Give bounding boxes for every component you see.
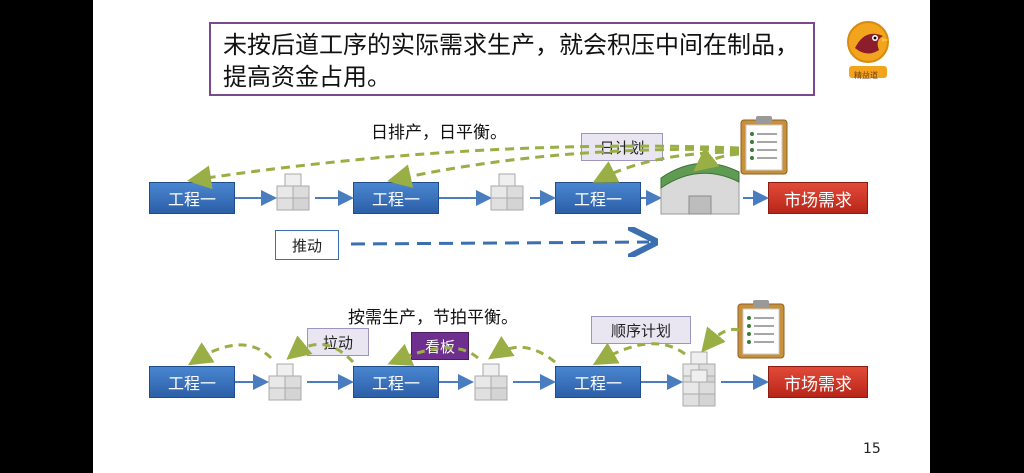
- pull-inventory-1-icon: [268, 363, 302, 401]
- pull-inventory-2-icon: [474, 363, 508, 401]
- push-process-2: 工程一: [353, 182, 439, 214]
- warehouse-icon: [660, 162, 740, 215]
- slide-title: 未按后道工序的实际需求生产，就会积压中间在制品，提高资金占用。: [209, 22, 815, 96]
- pull-heading: 按需生产，节拍平衡。: [348, 308, 518, 328]
- pull-process-2: 工程一: [353, 366, 439, 398]
- push-inventory-2-icon: [490, 173, 524, 211]
- push-label: 推动: [275, 230, 339, 260]
- bird-logo-icon: [847, 21, 889, 78]
- push-inventory-1-icon: [276, 173, 310, 211]
- pull-market-demand: 市场需求: [768, 366, 868, 398]
- page-number: 15: [863, 441, 881, 457]
- pull-process-3: 工程一: [555, 366, 641, 398]
- push-heading: 日排产，日平衡。: [371, 123, 507, 143]
- push-process-1: 工程一: [149, 182, 235, 214]
- logo-text: 精益道: [854, 71, 878, 80]
- pull-inventory-3-icon: [682, 351, 716, 389]
- push-process-3: 工程一: [555, 182, 641, 214]
- push-clipboard-icon: [740, 115, 788, 175]
- slide: 未按后道工序的实际需求生产，就会积压中间在制品，提高资金占用。 精益道 日排产，…: [93, 0, 930, 473]
- pull-label-callout: 拉动: [307, 328, 369, 356]
- kanban-callout: 看板: [411, 332, 469, 360]
- pull-process-1: 工程一: [149, 366, 235, 398]
- daily-plan-callout: 日计划: [581, 133, 663, 161]
- sequence-plan-callout: 顺序计划: [591, 316, 691, 344]
- pull-clipboard-icon: [737, 299, 785, 359]
- push-market-demand: 市场需求: [768, 182, 868, 214]
